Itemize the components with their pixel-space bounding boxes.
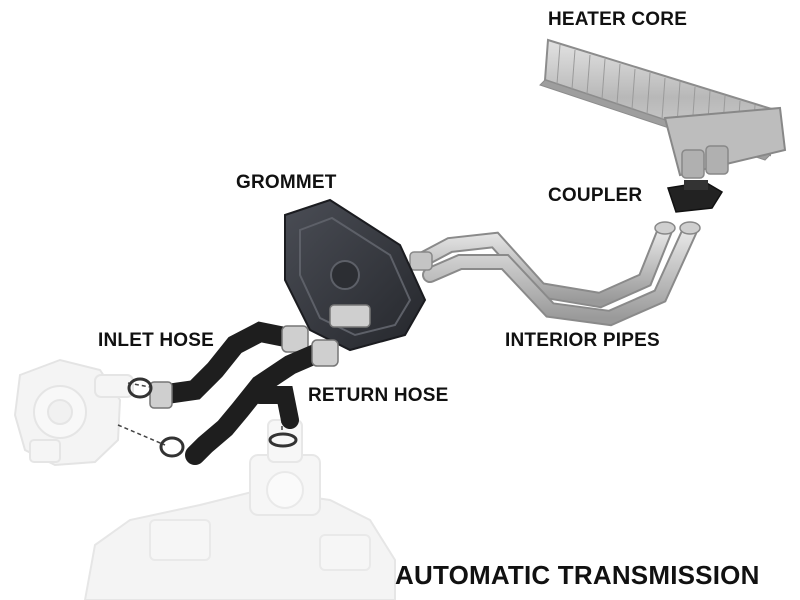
label-grommet: GROMMET	[236, 172, 337, 193]
coupler-shape	[667, 180, 724, 213]
inlet-hose-shape	[127, 321, 309, 409]
label-return-hose: RETURN HOSE	[308, 385, 449, 406]
interior-pipes-shape	[409, 221, 701, 327]
heater-core-shape	[539, 38, 787, 179]
label-automatic-transmission: AUTOMATIC TRANSMISSION	[395, 560, 760, 590]
label-coupler: COUPLER	[548, 185, 643, 206]
label-inlet-hose: INLET HOSE	[98, 330, 215, 351]
engine-outline-shape	[13, 358, 134, 467]
label-heater-core: HEATER CORE	[548, 9, 688, 30]
grommet-shape	[284, 198, 427, 352]
automatic-transmission-shape	[83, 419, 396, 600]
return-hose-shape	[159, 339, 339, 465]
label-interior-pipes: INTERIOR PIPES	[505, 330, 660, 351]
